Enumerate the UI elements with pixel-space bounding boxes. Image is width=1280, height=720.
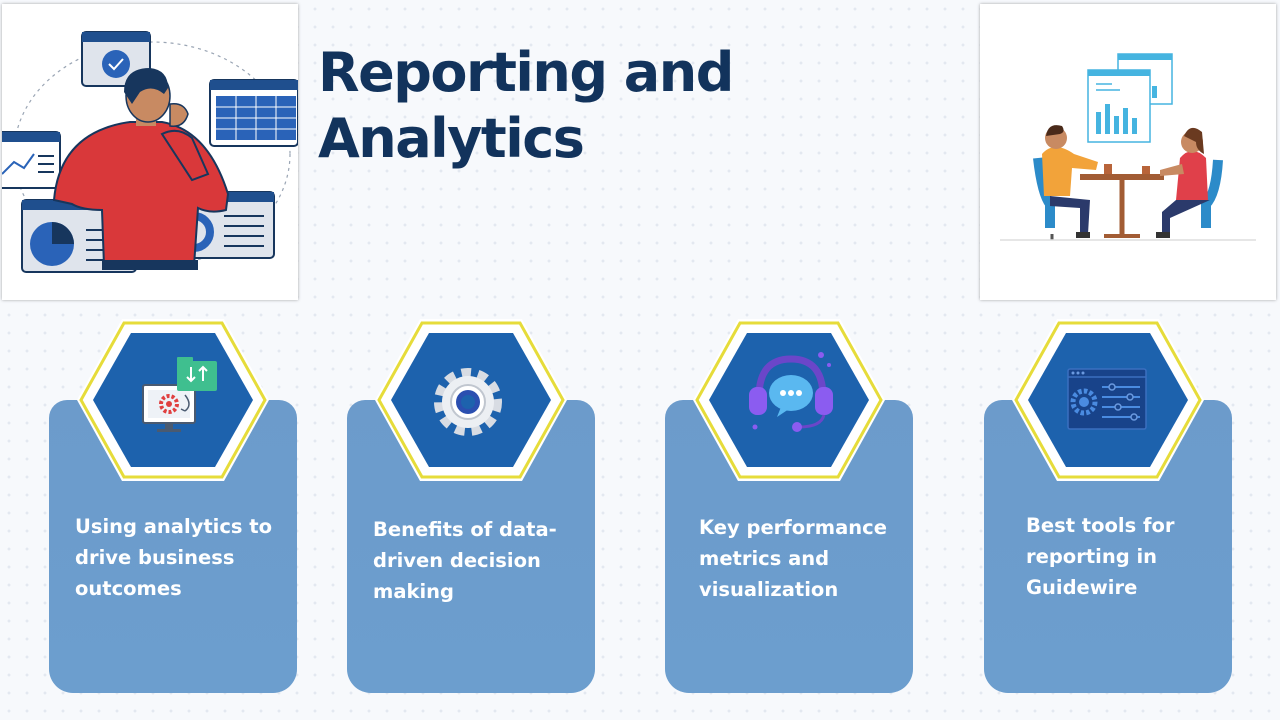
hexagon-badge <box>1008 315 1208 495</box>
hexagon-badge <box>73 315 273 495</box>
headset-chat-icon <box>749 352 833 432</box>
dashboard-sliders-icon <box>1067 368 1147 430</box>
meeting-illustration <box>980 4 1276 300</box>
title-line-2: Analytics <box>318 107 585 170</box>
analyst-illustration <box>2 4 298 300</box>
card-label: Benefits of data-driven decision making <box>373 518 557 603</box>
topic-card-guidewire-tools: Best tools for reporting in Guidewire <box>984 315 1232 695</box>
hexagon-badge <box>689 315 889 495</box>
card-label: Using analytics to drive business outcom… <box>75 515 273 600</box>
card-label: Best tools for reporting in Guidewire <box>1026 514 1175 599</box>
topic-card-decision-making: Benefits of data-driven decision making <box>347 315 595 695</box>
computer-settings-icon <box>142 357 217 432</box>
gear-icon <box>434 368 502 436</box>
page-title: Reporting and Analytics <box>318 40 734 172</box>
topic-card-kpi: Key performance metrics and visualizatio… <box>665 315 913 695</box>
card-label: Key performance metrics and visualizatio… <box>699 516 887 601</box>
hexagon-badge <box>371 315 571 495</box>
title-line-1: Reporting and <box>318 41 734 104</box>
topic-card-analytics: Using analytics to drive business outcom… <box>49 315 297 695</box>
